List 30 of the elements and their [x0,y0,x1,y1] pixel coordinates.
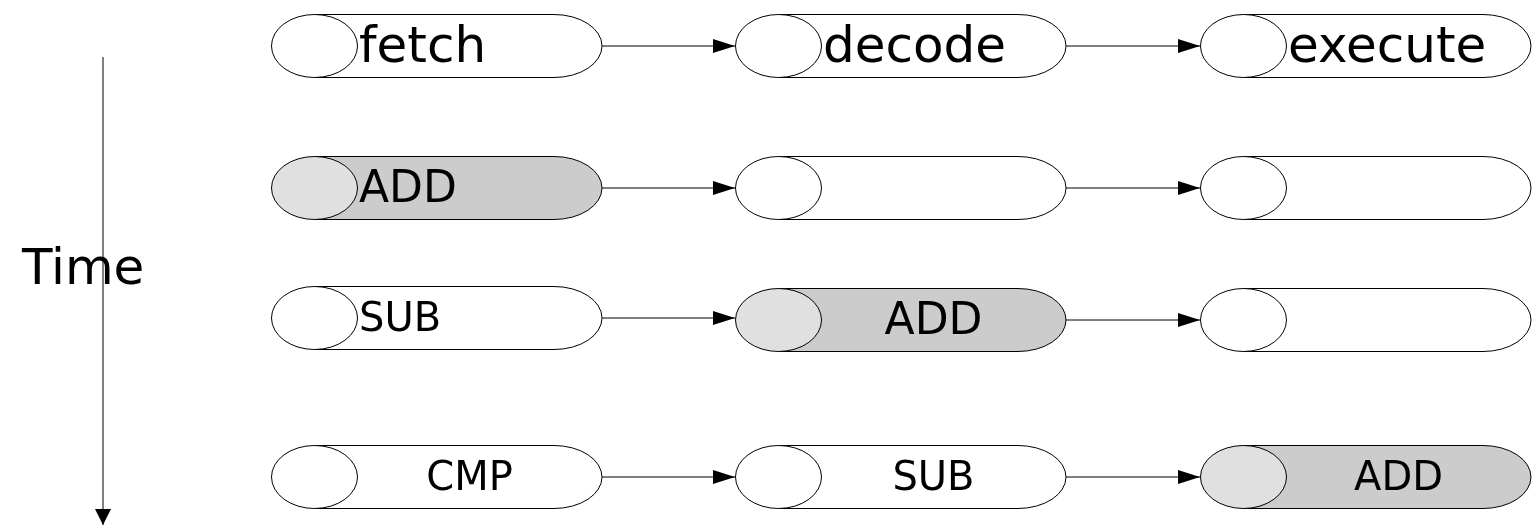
arrow [1065,313,1201,327]
pipeline-stage-pill [735,288,1066,352]
pipeline-stage-pill [1200,14,1531,78]
pipeline-stage-pill [271,14,602,78]
arrow [601,470,736,484]
arrow [601,181,736,195]
arrow [601,39,736,53]
arrow [601,311,736,325]
empty-pipeline-stage-pill [1200,288,1531,352]
stage-label: SUB [892,456,975,496]
stage-label: decode [823,19,1007,70]
pipeline-stage-pill [271,156,602,220]
arrow [1065,470,1201,484]
stage-label: CMP [426,456,513,496]
stage-label: ADD [359,164,457,209]
stage-label: SUB [359,297,442,337]
pipeline-stage-pill [1200,445,1531,509]
stage-label: ADD [1354,456,1443,496]
pipeline-stage-pill [735,14,1066,78]
stage-label: ADD [884,296,983,341]
arrow [1065,181,1201,195]
pipeline-stage-pill [735,445,1066,509]
empty-pipeline-stage-pill [735,156,1066,220]
empty-pipeline-stage-pill [1200,156,1531,220]
axis-label: Time [22,242,145,292]
stage-label: fetch [359,19,487,70]
pipeline-stage-pill [271,445,602,509]
arrow [1065,39,1201,53]
stage-label: execute [1288,19,1487,70]
pipeline-stage-pill [271,286,602,350]
